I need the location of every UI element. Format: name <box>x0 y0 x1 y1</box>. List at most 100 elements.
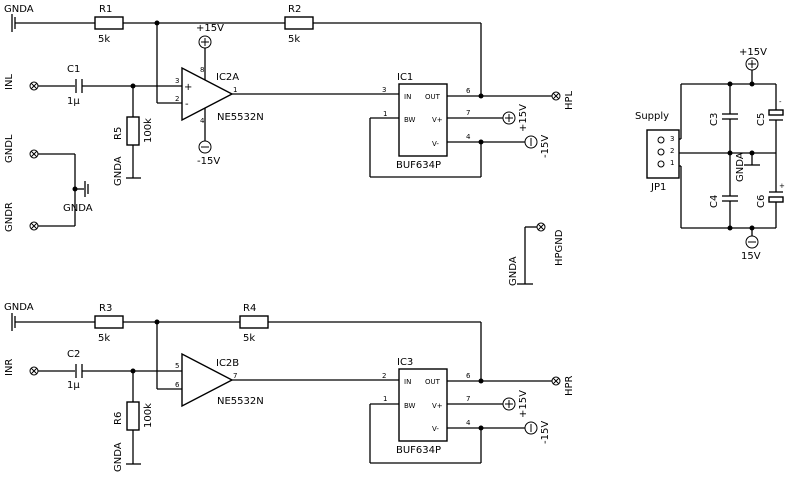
ic3-pin6: 6 <box>466 372 471 380</box>
resistor-r4 <box>239 315 269 329</box>
ic2b-pin6: 6 <box>175 381 180 389</box>
ic2a-pos15-label: +15V <box>196 23 224 34</box>
jp1-pin1: 1 <box>670 159 674 167</box>
ic1-vm: V- <box>432 140 439 148</box>
ic1-pos15-label: +15V <box>518 104 529 132</box>
opamp-ic2a <box>181 66 234 122</box>
ic3-neg15-label: -15V <box>540 421 551 444</box>
ic2a-pin2: 2 <box>175 95 179 103</box>
pos15-supply-icon <box>745 57 759 71</box>
inr-label: INR <box>4 359 15 376</box>
ic2b-pin7: 7 <box>233 372 237 380</box>
gnda-label-bottom: GNDA <box>4 302 34 313</box>
c5-name: C5 <box>756 113 767 126</box>
ic2b-name: IC2B <box>216 358 239 369</box>
r1-name: R1 <box>99 4 112 15</box>
r5-value: 100k <box>143 118 154 143</box>
ic2a-pin1: 1 <box>233 86 237 94</box>
gnda-label-top: GNDA <box>4 4 34 15</box>
supply-neg15-label: 15V <box>741 251 761 262</box>
ic2a-pin4: 4 <box>200 117 205 125</box>
ic1-name: IC1 <box>397 72 413 83</box>
ic1-bw: BW <box>404 116 416 124</box>
pos15-supply-icon <box>502 397 516 411</box>
gndr-terminal-icon <box>29 221 39 231</box>
ground-symbol <box>84 181 89 197</box>
gnda-terminal-bottom <box>11 313 95 331</box>
buffer-ic3 <box>398 368 448 442</box>
ic1-value: BUF634P <box>396 160 441 171</box>
ic3-value: BUF634P <box>396 445 441 456</box>
hpr-label: HPR <box>564 375 575 396</box>
ic1-pin4: 4 <box>466 133 471 141</box>
jp1-name: JP1 <box>650 182 666 193</box>
ic3-pin1: 1 <box>383 395 387 403</box>
ic1-pin1: 1 <box>383 110 387 118</box>
c4-name: C4 <box>709 195 720 208</box>
c1-name: C1 <box>67 64 80 75</box>
inr-terminal-icon <box>29 366 39 376</box>
capacitor-c5 <box>768 109 784 116</box>
pos15-supply-icon <box>502 111 516 125</box>
ic3-pin4: 4 <box>466 419 471 427</box>
ic3-vm: V- <box>432 425 439 433</box>
ic2a-minus: - <box>185 99 189 110</box>
r3-name: R3 <box>99 303 112 314</box>
junction <box>478 425 484 431</box>
r4-value: 5k <box>243 333 255 344</box>
ic3-pos15-label: +15V <box>518 390 529 418</box>
pos15-supply-icon <box>198 35 212 49</box>
capacitor-c2 <box>75 364 83 378</box>
ic3-pin3: 2 <box>382 372 386 380</box>
jp1-pin3: 3 <box>670 135 674 143</box>
c3-name: C3 <box>709 113 720 126</box>
r2-name: R2 <box>288 4 301 15</box>
ic1-in: IN <box>404 93 411 101</box>
r6-gnda-label: GNDA <box>113 442 124 472</box>
c2-value: 1µ <box>67 380 80 391</box>
ic2a-name: IC2A <box>216 72 239 83</box>
gndl-terminal-icon <box>29 149 39 159</box>
neg15-supply-icon <box>524 421 538 435</box>
ic1-vp: V+ <box>432 116 443 124</box>
jp1-pin2: 2 <box>670 147 674 155</box>
ic2a-value: NE5532N <box>217 112 264 123</box>
r6-name: R6 <box>113 412 124 425</box>
ic1-pin3: 3 <box>382 86 386 94</box>
junction <box>478 378 484 384</box>
ic1-pin7: 7 <box>466 109 470 117</box>
ic2a-pin8: 8 <box>200 66 204 74</box>
hpl-label: HPL <box>564 90 575 110</box>
ic3-vp: V+ <box>432 402 443 410</box>
ic3-out: OUT <box>425 378 441 386</box>
c5-polarity: - <box>779 98 782 106</box>
buffer-ic1 <box>398 83 448 157</box>
gnda-terminal-top <box>11 14 95 32</box>
hpr-terminal-icon <box>551 376 561 386</box>
hpgnd-label: HPGND <box>554 229 565 266</box>
junction <box>478 93 484 99</box>
supply-gnda-label: GNDA <box>735 152 746 182</box>
ic2a-pin3: 3 <box>175 77 179 85</box>
hpgnd-terminal-icon <box>536 222 546 232</box>
resistor-r6 <box>126 401 140 431</box>
ic1-pin6: 6 <box>466 87 471 95</box>
resistor-r1 <box>94 16 124 30</box>
ic3-pin7: 7 <box>466 395 470 403</box>
r5-name: R5 <box>113 127 124 140</box>
gndr-label: GNDR <box>4 202 15 232</box>
r2-value: 5k <box>288 34 300 45</box>
ic2a-plus: + <box>184 82 192 93</box>
ic3-name: IC3 <box>397 357 413 368</box>
supply-pos15-label: +15V <box>739 47 767 58</box>
jp1-pins <box>657 136 665 168</box>
neg15-supply-icon <box>745 235 759 249</box>
ic1-neg15-label: -15V <box>540 135 551 158</box>
r5-gnda-label: GNDA <box>113 156 124 186</box>
c6-polarity: + <box>779 182 785 190</box>
ic3-bw: BW <box>404 402 416 410</box>
inl-label: INL <box>4 74 15 90</box>
hpl-terminal-icon <box>551 91 561 101</box>
ic2b-pin5: 5 <box>175 362 179 370</box>
